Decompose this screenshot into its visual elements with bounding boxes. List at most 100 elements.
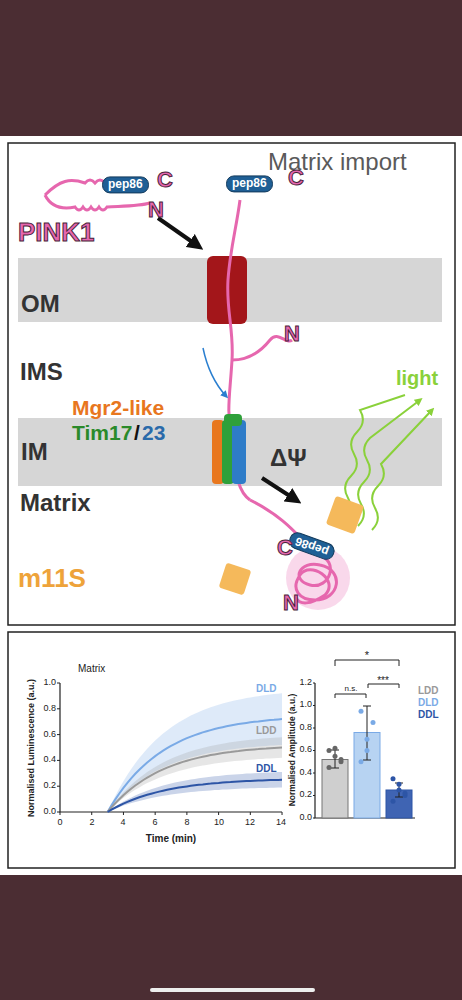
- text-label: 0: [57, 818, 62, 828]
- text-label: /: [134, 421, 140, 444]
- pink1-chain: [232, 336, 292, 360]
- tick: [155, 812, 156, 815]
- text-label: 0.0: [43, 807, 56, 817]
- text-label: Normalised Amplitude (a.u.): [288, 694, 297, 807]
- text-label: DDL: [256, 763, 277, 774]
- text-label: 23: [142, 421, 165, 444]
- text-label: 1.0: [43, 678, 56, 688]
- text-label: N: [284, 322, 300, 346]
- significance-brackets: [335, 660, 399, 698]
- peptide-tag: pep86: [226, 175, 273, 192]
- import-arrow: [158, 218, 198, 246]
- light-wave: [345, 395, 405, 520]
- text-label: Normalised Luminescence (a.u.): [27, 679, 37, 817]
- sd-band: [108, 693, 282, 812]
- tick: [60, 812, 61, 815]
- text-label: 0.6: [299, 745, 312, 755]
- data-point: [339, 757, 344, 762]
- sd-band: [108, 737, 282, 812]
- text-label: 1.2: [299, 678, 312, 688]
- text-label: DLD: [256, 683, 277, 694]
- text-label: IMS: [20, 359, 63, 385]
- text-label: 8: [184, 818, 189, 828]
- data-point: [327, 748, 332, 753]
- pink1-chain: [250, 500, 336, 603]
- peptide-tag: pep86: [287, 530, 337, 562]
- data-point: [327, 765, 332, 770]
- text-label: 14: [276, 818, 286, 828]
- text-label: LDD: [256, 725, 277, 736]
- data-point: [371, 720, 376, 725]
- m11s: [219, 563, 252, 596]
- text-label: 10: [214, 818, 224, 828]
- tick: [186, 812, 187, 815]
- potential-arrow: [262, 478, 296, 500]
- text-label: n.s.: [345, 685, 358, 694]
- text-label: Mgr2-like: [72, 396, 164, 419]
- text-label: N: [283, 591, 299, 615]
- tick: [57, 786, 60, 787]
- text-label: m11S: [18, 564, 86, 593]
- mean-curve: [108, 719, 282, 812]
- text-label: 0.8: [43, 704, 56, 714]
- text-label: 6: [152, 818, 157, 828]
- text-label: ***: [377, 675, 389, 686]
- membrane-label: OM: [21, 290, 60, 318]
- tick: [250, 812, 251, 815]
- text-label: 0.8: [299, 723, 312, 733]
- text-label: PINK1: [18, 218, 95, 247]
- line-axes: [60, 683, 282, 812]
- mean-curve: [108, 748, 282, 813]
- diagram-panel: [8, 143, 455, 625]
- tick: [123, 812, 124, 815]
- tim23: [232, 420, 246, 484]
- tick: [57, 683, 60, 684]
- text-label: 0.2: [43, 781, 56, 791]
- text-label: 12: [245, 818, 255, 828]
- mean-curve: [108, 780, 282, 812]
- tick: [57, 760, 60, 761]
- text-label: C: [157, 168, 173, 192]
- membrane-band: OM: [18, 258, 442, 322]
- data-point: [397, 787, 402, 792]
- text-label: ΔΨ: [270, 445, 307, 471]
- membrane-label: IM: [21, 438, 48, 466]
- text-label: 0.4: [299, 768, 312, 778]
- home-indicator: [150, 988, 315, 992]
- tim17-cap: [224, 414, 242, 426]
- text-label: Time (min): [146, 833, 196, 844]
- text-label: 0.2: [299, 790, 312, 800]
- data-point: [333, 746, 338, 751]
- tick: [218, 812, 219, 815]
- text-label: DLD: [418, 697, 439, 708]
- text-label: C: [288, 166, 304, 190]
- text-label: 0.6: [43, 730, 56, 740]
- data-point: [365, 748, 370, 753]
- text-label: Matrix: [78, 663, 105, 674]
- lateral-arrow: [203, 348, 226, 396]
- sd-band: [108, 772, 282, 812]
- top-bar: [0, 0, 462, 136]
- data-point: [403, 791, 408, 796]
- tick: [91, 812, 92, 815]
- text-label: Matrix: [20, 490, 91, 516]
- text-label: 0.0: [299, 813, 312, 823]
- text-label: C: [277, 536, 293, 560]
- data-point: [333, 754, 338, 759]
- light-wave: [358, 400, 420, 526]
- text-label: 0.4: [43, 755, 56, 765]
- data-point: [391, 799, 396, 804]
- data-point: [359, 709, 364, 714]
- bar-axes: [315, 683, 415, 818]
- data-point: [397, 782, 402, 787]
- text-label: 4: [120, 818, 125, 828]
- inner-membrane-band: [18, 418, 442, 486]
- m11s-bound: [326, 496, 364, 534]
- tick: [57, 734, 60, 735]
- data-point: [391, 776, 396, 781]
- text-label: 1.0: [299, 700, 312, 710]
- text-label: Tim17: [72, 421, 132, 444]
- data-point: [359, 759, 364, 764]
- tick: [57, 708, 60, 709]
- data-point: [365, 737, 370, 742]
